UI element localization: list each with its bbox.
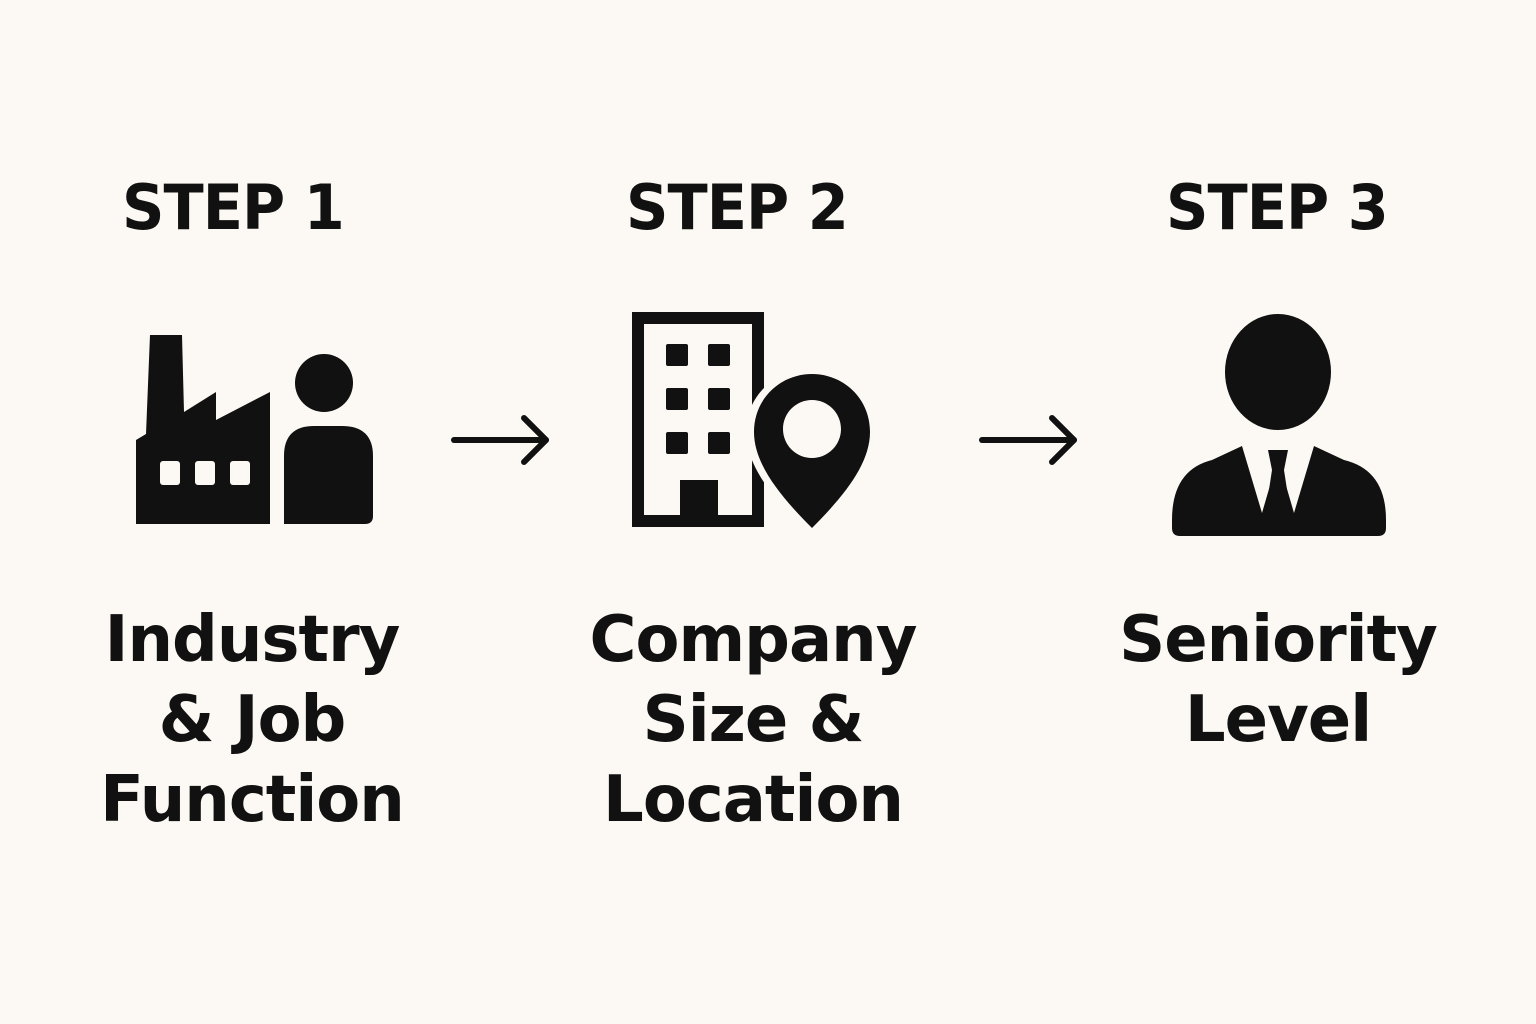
building-with-location-pin-icon	[628, 308, 873, 533]
step-2-label: Company Size & Location	[589, 603, 918, 837]
business-person-icon	[1166, 310, 1392, 542]
step-1-heading: STEP 1	[122, 171, 345, 244]
arrow-right-icon	[978, 412, 1082, 472]
factory-with-person-icon	[132, 330, 382, 530]
step-3-label: Seniority Level	[1119, 603, 1438, 757]
arrow-right-icon	[450, 412, 554, 472]
step-1-label: Industry & Job Function	[100, 603, 405, 837]
step-2-heading: STEP 2	[626, 171, 849, 244]
step-3-heading: STEP 3	[1166, 171, 1389, 244]
